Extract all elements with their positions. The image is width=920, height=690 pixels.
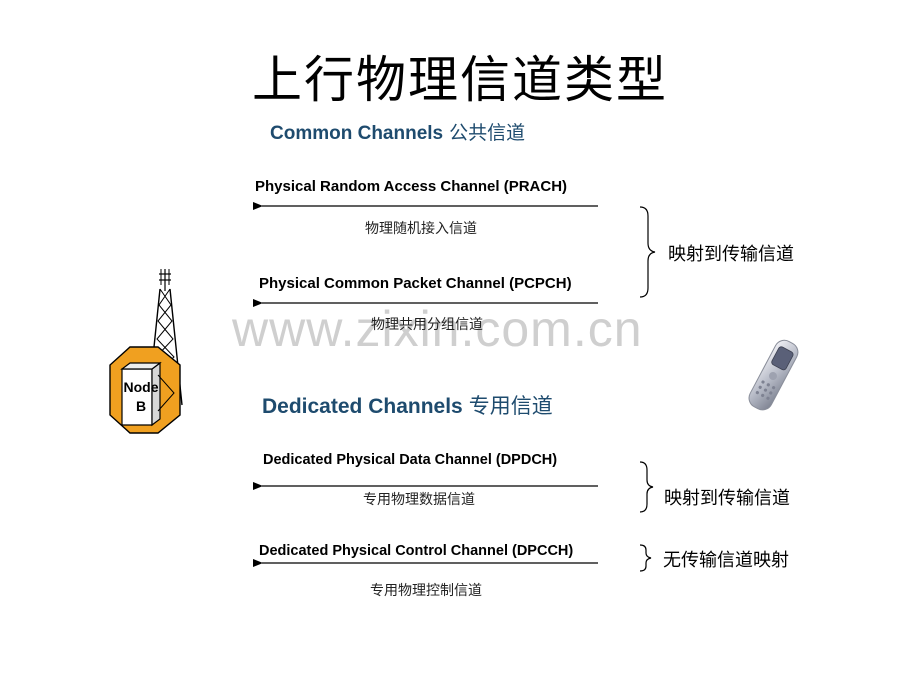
dpdch-brace [639, 461, 654, 513]
dpdch-label: Dedicated Physical Data Channel (DPDCH) [263, 452, 558, 468]
dpdch-cn-label: 专用物理数据信道 [363, 492, 475, 508]
mobile-phone-icon [748, 339, 799, 411]
node-b-line1: Node [123, 379, 159, 395]
pcpch-label: Physical Common Packet Channel (PCPCH) [259, 275, 572, 292]
node-b-line2: B [135, 398, 147, 414]
dpcch-label: Dedicated Physical Control Channel (DPCC… [259, 543, 574, 559]
dedicated-heading-cn: 专用信道 [468, 394, 553, 418]
dpdch-mapping-label: 映射到传输信道 [664, 488, 790, 509]
pcpch-cn-label: 物理共用分组信道 [371, 317, 483, 333]
page-title: 上行物理信道类型 [252, 51, 668, 109]
dpcch-cn-label: 专用物理控制信道 [370, 583, 482, 599]
common-brace [639, 206, 656, 298]
common-heading-cn: 公共信道 [449, 122, 526, 144]
common-mapping-label: 映射到传输信道 [668, 244, 794, 265]
dpcch-mapping-label: 无传输信道映射 [663, 550, 789, 571]
prach-cn-label: 物理随机接入信道 [365, 221, 477, 237]
node-b-tower-icon [109, 269, 183, 434]
common-heading-en: Common Channels [270, 123, 444, 144]
dpcch-brace [639, 544, 652, 572]
prach-label: Physical Random Access Channel (PRACH) [255, 178, 568, 195]
dedicated-heading-en: Dedicated Channels [262, 395, 463, 418]
node-b-label: Node B [118, 378, 164, 416]
watermark: www.zixin.com.cn [232, 301, 643, 357]
